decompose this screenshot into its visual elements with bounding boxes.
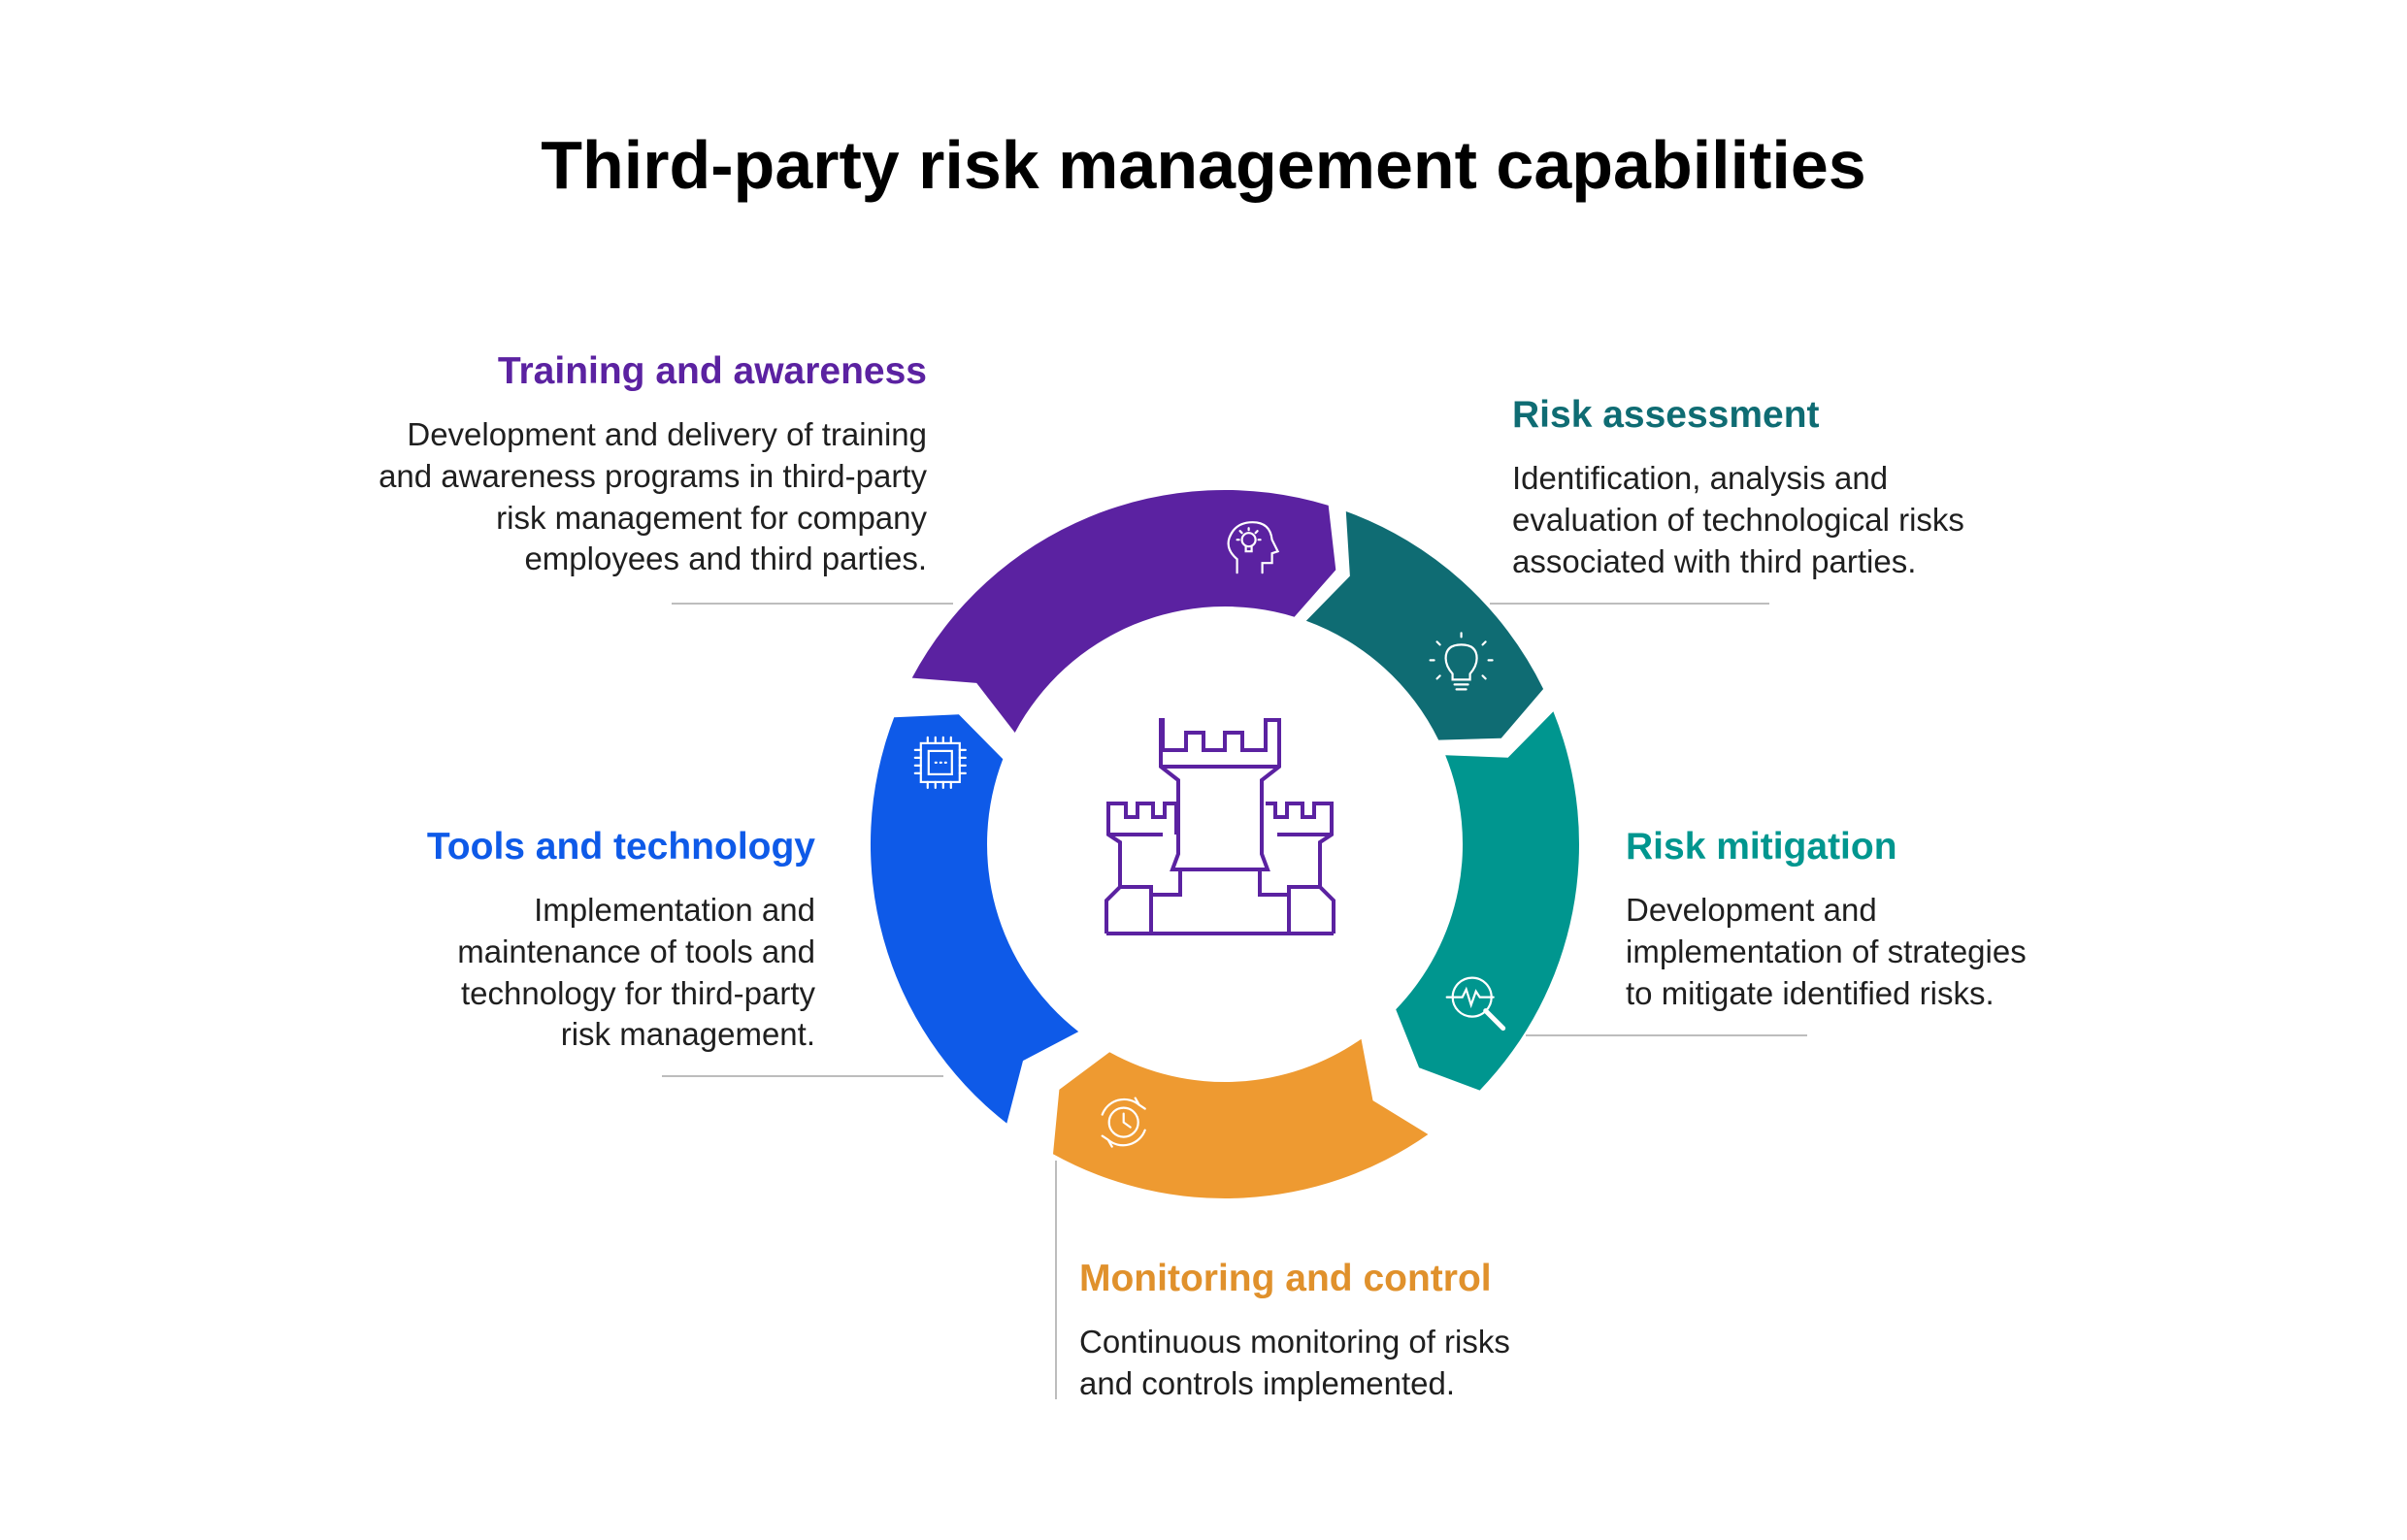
risk-assessment-block: Risk assessment Identification, analysis… [1512, 393, 2094, 582]
risk-mitigation-line: implementation of strategies [1626, 933, 2027, 969]
risk-assessment-description: Identification, analysis and evaluation … [1512, 458, 2094, 583]
risk-mitigation-description: Development and implementation of strate… [1626, 890, 2169, 1015]
tools-description: Implementation and maintenance of tools … [291, 890, 815, 1057]
tools-line: maintenance of tools and [457, 933, 815, 969]
clock-cycle-icon [1101, 1097, 1146, 1148]
cycle-ring [870, 489, 1580, 1199]
segment-risk-mitigation [1396, 711, 1580, 1091]
segment-risk-assessment [1305, 511, 1544, 740]
castle-rook-icon [1105, 718, 1335, 935]
training-block: Training and awareness Development and d… [291, 349, 927, 580]
risk-mitigation-line: to mitigate identified risks. [1626, 974, 1995, 1011]
segment-tools [870, 714, 1079, 1124]
risk-assessment-line: evaluation of technological risks [1512, 501, 1964, 538]
monitoring-line: Continuous monitoring of risks [1079, 1323, 1510, 1360]
training-line: and awareness programs in third-party [379, 457, 927, 494]
risk-mitigation-line: Development and [1626, 891, 1877, 928]
risk-assessment-line: associated with third parties. [1512, 542, 1917, 579]
chip-icon [913, 736, 967, 790]
segment-training [911, 489, 1336, 733]
monitoring-heading: Monitoring and control [1079, 1258, 1492, 1299]
risk-assessment-line: Identification, analysis and [1512, 459, 1889, 496]
monitoring-line: and controls implemented. [1079, 1364, 1456, 1401]
risk-mitigation-heading: Risk mitigation [1626, 826, 1897, 868]
tools-line: Implementation and [534, 891, 815, 928]
lightbulb-icon [1429, 632, 1494, 691]
tools-line: risk management. [560, 1016, 815, 1053]
monitoring-description: Continuous monitoring of risks and contr… [1079, 1322, 1662, 1405]
segment-monitoring [1053, 1038, 1429, 1199]
risk-mitigation-block: Risk mitigation Development and implemen… [1626, 825, 2169, 1014]
head-lightbulb-icon [1227, 521, 1280, 574]
magnifier-pulse-icon [1445, 976, 1506, 1032]
tools-line: technology for third-party [460, 974, 815, 1011]
training-line: Development and delivery of training [407, 415, 927, 452]
training-heading: Training and awareness [497, 350, 927, 392]
tools-block: Tools and technology Implementation and … [291, 825, 815, 1056]
tools-heading: Tools and technology [426, 826, 815, 868]
risk-assessment-heading: Risk assessment [1512, 394, 1820, 436]
connector-rules [662, 603, 1807, 1399]
training-line: employees and third parties. [524, 541, 927, 577]
training-description: Development and delivery of training and… [291, 414, 927, 581]
training-line: risk management for company [496, 499, 927, 536]
page-title: Third-party risk management capabilities [541, 127, 1866, 203]
monitoring-block: Monitoring and control Continuous monito… [1079, 1257, 1662, 1405]
segment-icons [913, 521, 1506, 1148]
